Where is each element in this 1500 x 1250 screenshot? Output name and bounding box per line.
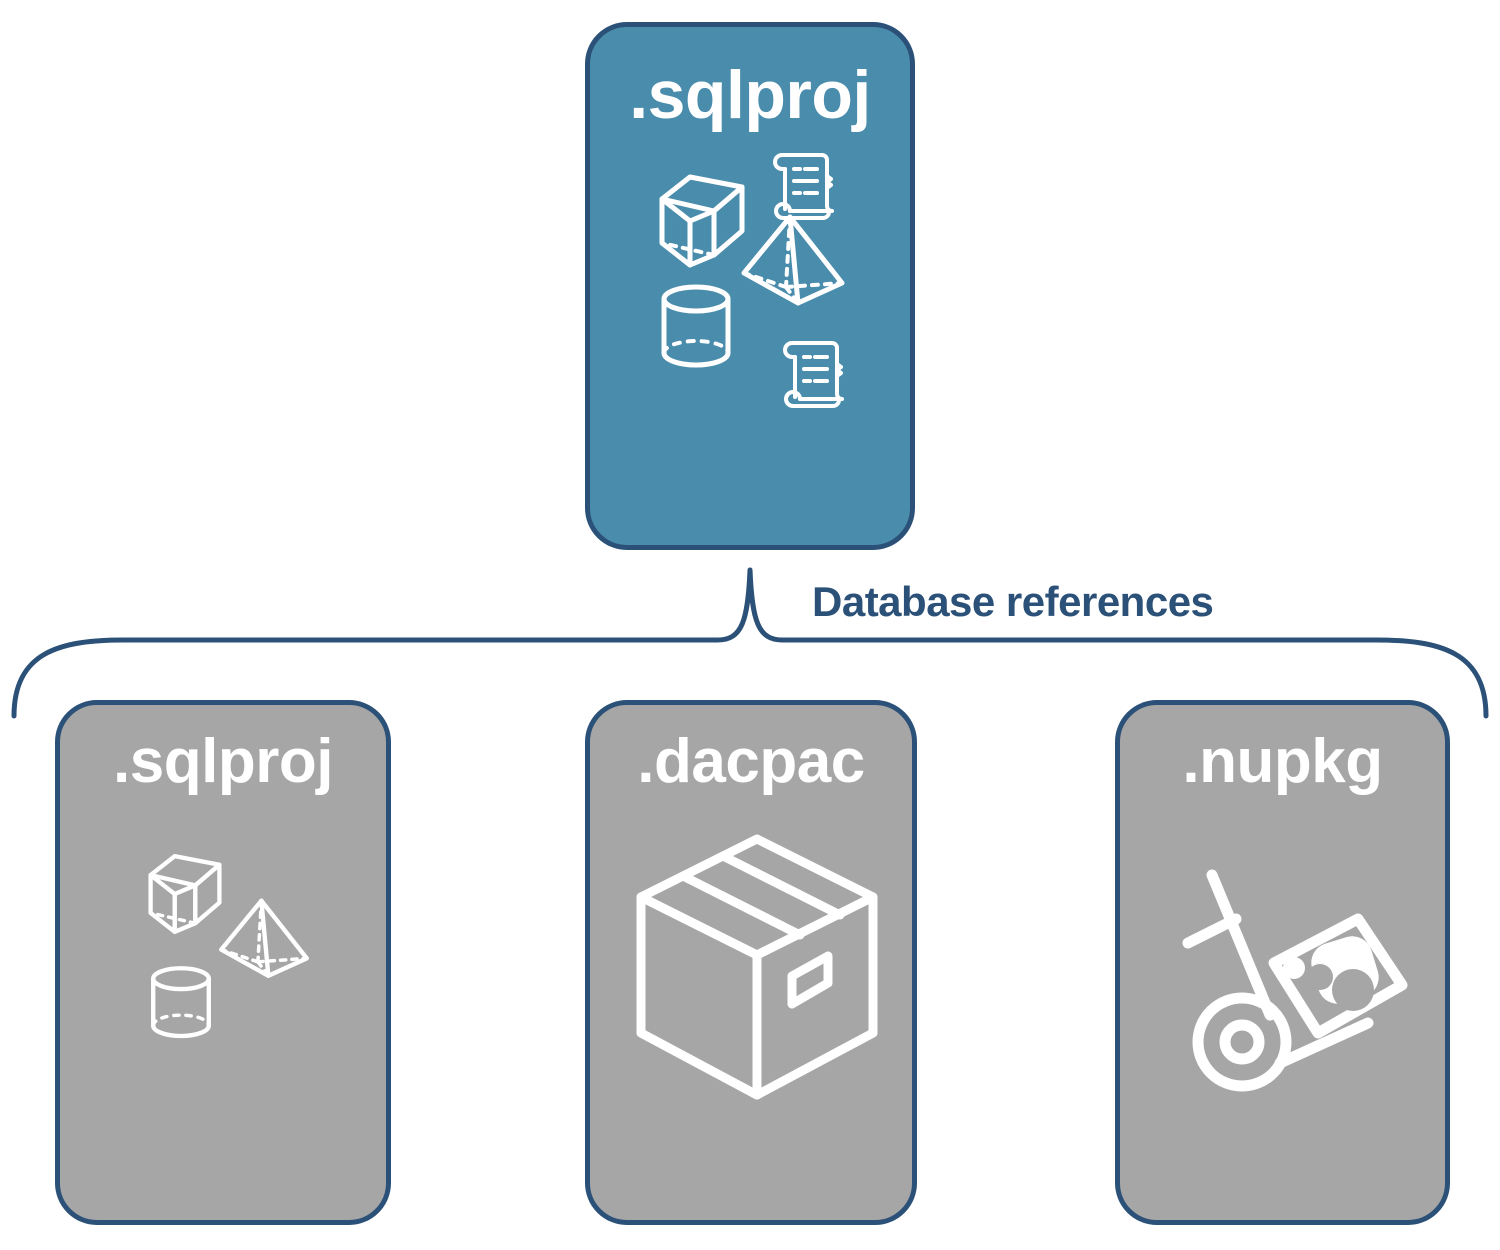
node-reference-nupkg-label: .nupkg [1182,727,1383,796]
connector-label: Database references [812,578,1214,625]
node-sqlproj-root-label: .sqlproj [629,57,871,133]
cube-wireframe-icon [148,854,222,934]
nuget-hand-truck-icon [1182,869,1408,1092]
node-reference-dacpac-icons [590,793,912,1220]
node-reference-sqlproj[interactable]: .sqlproj [55,700,391,1225]
node-reference-sqlproj-label: .sqlproj [113,727,333,796]
node-reference-nupkg-icons [1120,793,1445,1220]
pyramid-wireframe-icon [219,898,309,978]
pyramid-wireframe-icon [741,214,845,306]
node-sqlproj-root-icons [590,129,910,545]
cylinder-wireframe-icon [661,284,731,368]
node-reference-nupkg[interactable]: .nupkg [1115,700,1450,1225]
node-reference-sqlproj-icons [60,793,386,1220]
scroll-script-icon [773,153,834,220]
node-reference-dacpac[interactable]: .dacpac [585,700,917,1225]
node-sqlproj-root[interactable]: .sqlproj [585,22,915,550]
node-reference-dacpac-label: .dacpac [637,727,865,796]
package-box-icon [636,834,878,1100]
scroll-script-icon [783,341,844,408]
brace-connector [11,567,1489,719]
cylinder-wireframe-icon [151,966,211,1039]
cube-wireframe-icon [659,174,745,268]
